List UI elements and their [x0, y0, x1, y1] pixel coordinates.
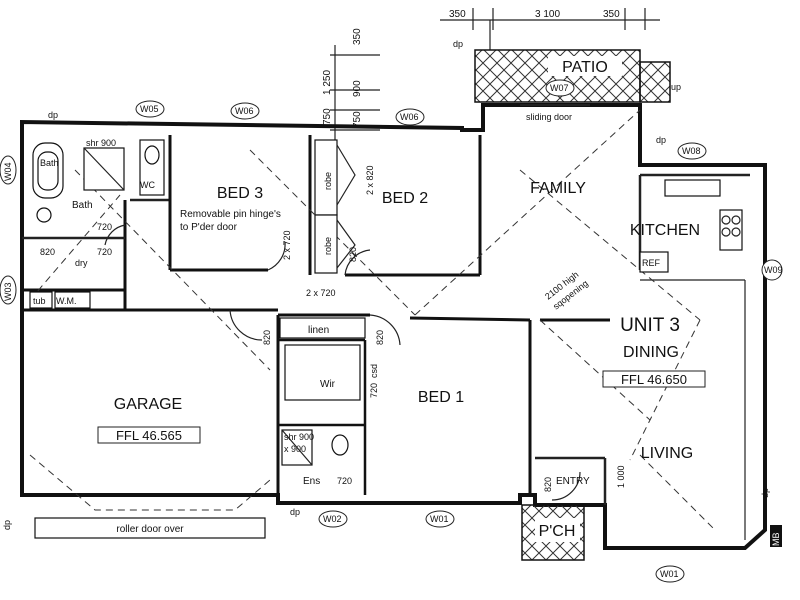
bed2-label: BED 2: [382, 190, 428, 207]
wir-label: Wir: [320, 379, 336, 390]
roller-door-note: roller door over: [116, 524, 184, 535]
robe-bed2-lower: [314, 214, 338, 274]
window-w01-a: W01: [430, 514, 449, 524]
downpipe-patio: dp: [453, 39, 463, 49]
family-label: FAMILY: [530, 180, 586, 197]
patio-up-note: up: [671, 82, 681, 92]
downpipe-nw: dp: [48, 110, 58, 120]
window-w09: W09: [764, 265, 783, 275]
dim-350-vertical: 350: [352, 28, 363, 45]
dim-720-dry: 720: [97, 247, 112, 257]
patio-label: PATIO: [562, 59, 608, 76]
dim-820-garage: 820: [262, 330, 272, 345]
window-w08: W08: [682, 146, 701, 156]
window-w04: W04: [3, 162, 13, 181]
dim-3100: 3 100: [535, 9, 560, 20]
window-w06-b: W06: [400, 112, 419, 122]
ensuite-wc: [331, 434, 349, 456]
bed3-note-line2: to P'der door: [180, 222, 238, 233]
window-tags: [0, 79, 783, 583]
fridge-space: [639, 251, 669, 273]
dim-2x720-hall: 2 x 720: [306, 288, 336, 298]
ensuite-shower-dims: x 900: [284, 444, 306, 454]
porch-label: P'CH: [539, 523, 576, 540]
meter-box: [770, 525, 782, 547]
roof-hip-lines: [29, 109, 716, 531]
kitchen-label: KITCHEN: [630, 222, 700, 239]
ref-label: REF: [642, 258, 661, 268]
dim-820-entry: 820: [543, 477, 553, 492]
wc-label: WC: [140, 180, 155, 190]
dry-label: dry: [75, 258, 88, 268]
downpipe-e: dp: [760, 488, 770, 498]
downpipe-s: dp: [290, 507, 300, 517]
top-dimensions: [330, 8, 660, 150]
laundry-tub: [29, 291, 53, 309]
door-swings: [104, 224, 581, 501]
bath-label-small: Bath: [40, 158, 59, 168]
dim-350-left: 350: [449, 9, 466, 20]
tub-label: tub: [33, 296, 46, 306]
wm-label: W.M.: [56, 296, 77, 306]
living-label: LIVING: [641, 445, 693, 462]
robe-label-upper: robe: [323, 172, 333, 190]
robe-label-lower: robe: [323, 237, 333, 255]
dim-720-wir: 720: [369, 383, 379, 398]
downpipe-ne: dp: [656, 135, 666, 145]
bed3-note-line1: Removable pin hinge's: [180, 209, 281, 220]
garage-ffl: FFL 46.565: [116, 428, 182, 443]
dim-750-left: 750: [322, 108, 333, 125]
ensuite-label: Ens: [303, 476, 320, 487]
dim-2x820-bed2: 2 x 820: [365, 165, 375, 195]
dim-350-right: 350: [603, 9, 620, 20]
dim-1250: 1 250: [322, 70, 333, 95]
robe-doors: [336, 144, 356, 269]
wir-box: [284, 344, 361, 401]
dim-720-ens: 720: [337, 476, 352, 486]
meter-box-label: MB: [771, 533, 781, 547]
dim-750-right: 750: [352, 111, 363, 128]
entry-label: ENTRY: [556, 476, 590, 487]
unit-ffl: FFL 46.650: [621, 372, 687, 387]
garage-ffl-box: [97, 426, 201, 444]
window-w01-b: W01: [660, 569, 679, 579]
dim-900: 900: [352, 80, 363, 97]
dining-label: DINING: [623, 344, 679, 361]
dim-820-bed2: 820: [348, 247, 358, 262]
linen-label: linen: [308, 325, 329, 336]
window-w06-a: W06: [235, 106, 254, 116]
unit-label: UNIT 3: [620, 315, 680, 336]
washing-machine: [54, 291, 91, 309]
dim-1000-entry: 1 000: [616, 465, 626, 488]
csd-note: csd: [369, 364, 379, 378]
window-w02: W02: [323, 514, 342, 524]
window-w07: W07: [550, 83, 569, 93]
wc-pan: [144, 145, 160, 165]
sliding-door-note: sliding door: [526, 112, 572, 122]
interior-walls: [22, 135, 750, 540]
linen-cupboard: [279, 317, 366, 339]
dim-820-laundry: 820: [40, 247, 55, 257]
exterior-wall: [20, 103, 767, 550]
dim-2x720-bed3: 2 x 720: [282, 230, 292, 260]
window-w03: W03: [3, 282, 13, 301]
cooktop: [719, 209, 743, 251]
ensuite-shower-note: shr 900: [284, 432, 314, 442]
shower-note: shr 900: [86, 138, 116, 148]
bed3-label: BED 3: [217, 185, 263, 202]
garage-label: GARAGE: [114, 396, 182, 413]
bath-basin: [36, 207, 52, 223]
dim-820-bed1: 820: [375, 330, 385, 345]
bed1-label: BED 1: [418, 389, 464, 406]
roller-door: [34, 517, 266, 539]
dim-720-bath: 720: [97, 222, 112, 232]
window-w05: W05: [140, 104, 159, 114]
downpipe-w: dp: [2, 520, 12, 530]
patio-step: [639, 61, 671, 103]
kitchen-sink: [664, 179, 721, 197]
bath-label: Bath: [72, 200, 93, 211]
unit-ffl-box: [602, 370, 706, 388]
